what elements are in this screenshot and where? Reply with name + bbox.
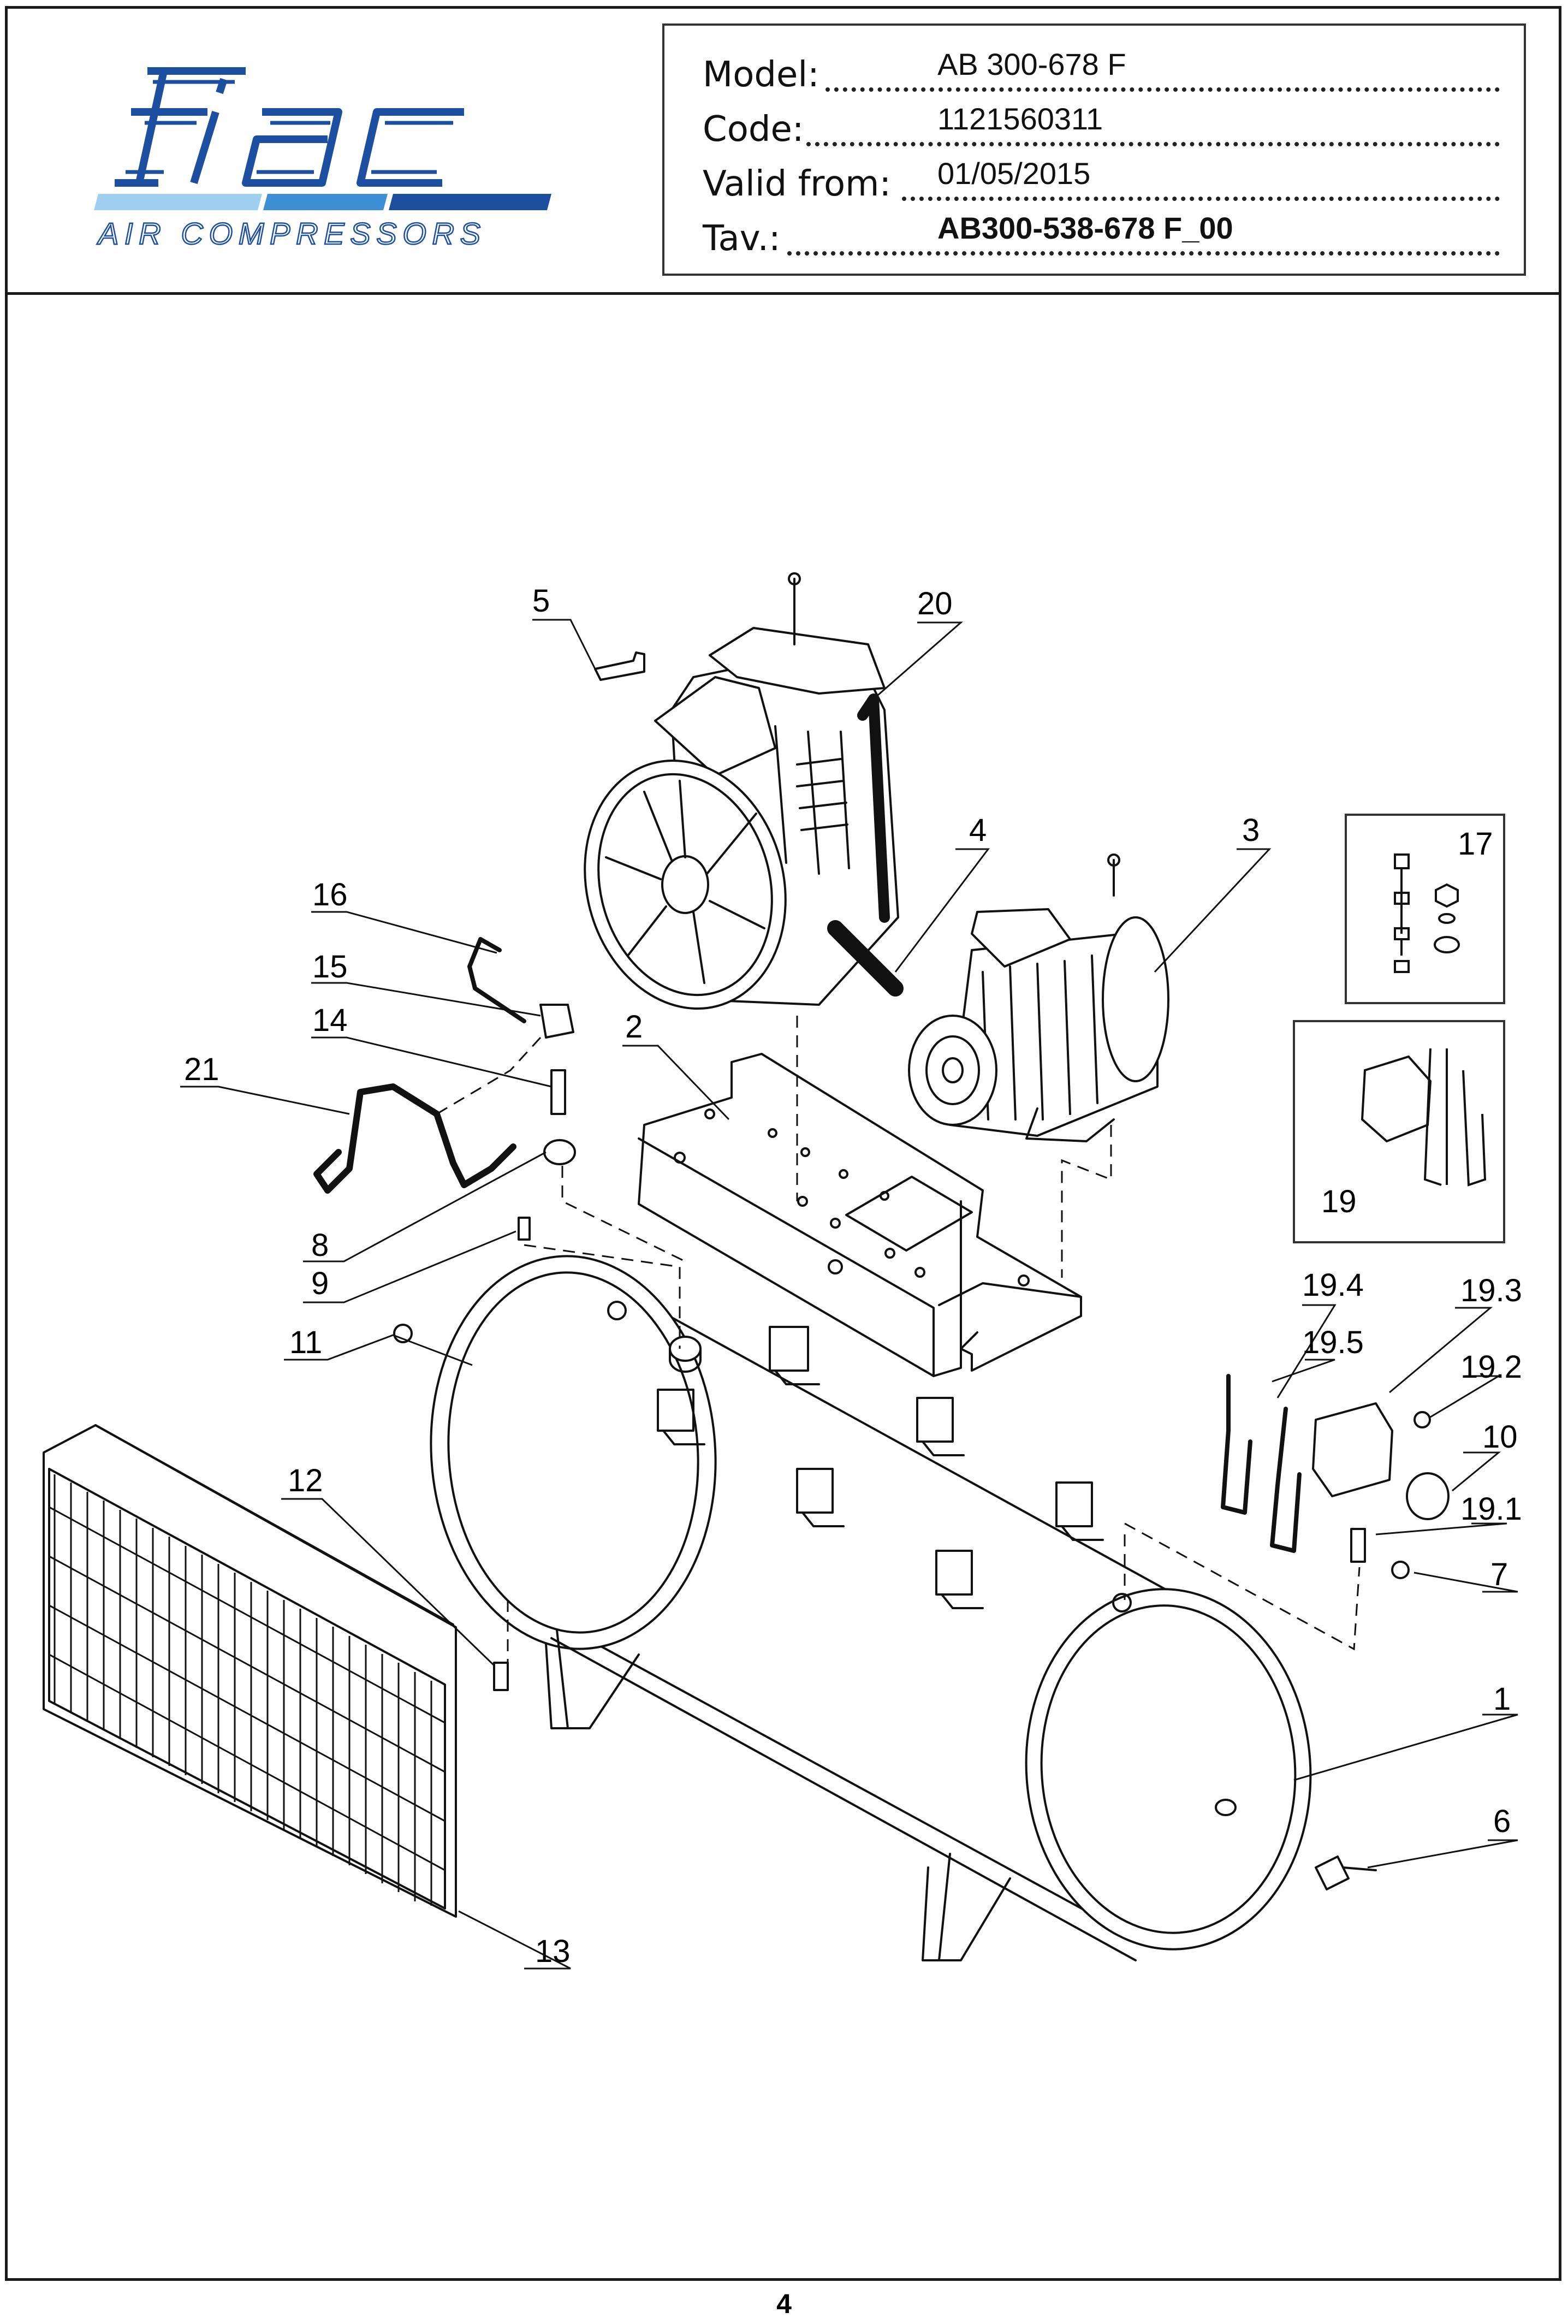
part-label-8: 8 — [311, 1228, 329, 1263]
part-label-4: 4 — [969, 813, 987, 848]
page-frame — [5, 6, 1561, 2281]
part-label-10: 10 — [1482, 1419, 1518, 1455]
kit-17-hardware — [1394, 853, 1460, 973]
cable-part-19-4 — [1221, 1374, 1252, 1515]
kit-box-part-17 — [1345, 814, 1505, 1004]
part-label-19: 19 — [1321, 1184, 1357, 1219]
part-label-16: 16 — [312, 877, 348, 912]
part-label-19-1: 19.1 — [1460, 1491, 1522, 1527]
part-label-1: 1 — [1493, 1681, 1511, 1717]
logo-dark-stripe — [389, 194, 551, 210]
logo-tagline: AIR COMPRESSORS — [97, 216, 480, 251]
logo-light-stripe — [94, 194, 262, 210]
part-label-19-5: 19.5 — [1302, 1325, 1364, 1360]
code-row: Code: 1121560311 — [703, 102, 1500, 154]
leader-lines — [180, 619, 1518, 1970]
electric-motor-part-3 — [908, 853, 1169, 1142]
plug-part-7 — [1391, 1561, 1410, 1579]
part-label-19-2: 19.2 — [1460, 1349, 1522, 1385]
plug-part-11 — [393, 1324, 413, 1343]
part-label-11: 11 — [289, 1325, 323, 1360]
code-value: 1121560311 — [937, 102, 1103, 136]
fiac-logo: AIR COMPRESSORS — [94, 67, 551, 251]
fitting-part-19-1 — [1350, 1528, 1366, 1563]
part-label-9: 9 — [311, 1266, 329, 1301]
tank-part-1 — [430, 1255, 1312, 1961]
page-number: 4 — [776, 2289, 792, 2319]
gauge-part-10 — [1406, 1472, 1450, 1520]
logo-wordmark — [115, 67, 464, 187]
cable-part-19-5 — [1270, 1407, 1302, 1553]
part-label-20: 20 — [917, 586, 953, 621]
part-label-5: 5 — [532, 583, 550, 619]
compressor-pump-head — [584, 572, 904, 1010]
part-label-12: 12 — [288, 1463, 323, 1498]
kit-box-part-19 — [1293, 1020, 1505, 1243]
part-label-7: 7 — [1490, 1557, 1508, 1592]
pressure-switch-part-19-3 — [1312, 1402, 1393, 1497]
belt-guard-mesh — [49, 1474, 446, 1906]
model-row: Model: AB 300-678 F — [703, 47, 1500, 99]
drain-valve-part-6 — [1315, 1855, 1377, 1890]
fitting-part-9 — [518, 1217, 531, 1241]
tav-row: Tav.: AB300-538-678 F_00 — [703, 211, 1500, 263]
base-plate-part-2 — [638, 1053, 1082, 1377]
part-label-17: 17 — [1458, 826, 1493, 862]
code-label: Code: — [703, 109, 804, 150]
part-label-15: 15 — [312, 949, 348, 985]
check-valve-part-15 — [539, 1004, 574, 1039]
tav-value: AB300-538-678 F_00 — [937, 211, 1233, 245]
tav-label: Tav.: — [703, 218, 781, 259]
assembly-guide-lines — [436, 1016, 1361, 1663]
logo-mid-stripe — [263, 194, 388, 210]
cap-part-19-2 — [1413, 1411, 1431, 1428]
delivery-pipe-part-21 — [313, 1083, 516, 1194]
model-label: Model: — [703, 55, 819, 95]
belt-guard-part-13 — [43, 1424, 457, 1918]
header-separator — [5, 292, 1561, 295]
valid-from-row: Valid from: 01/05/2015 — [703, 156, 1500, 209]
valid-from-value: 01/05/2015 — [937, 156, 1091, 191]
valid-from-label: Valid from: — [703, 164, 892, 204]
fitting-part-8 — [543, 1139, 576, 1165]
part-label-2: 2 — [625, 1009, 643, 1045]
model-info-box: Model: AB 300-678 F Code: 1121560311 Val… — [662, 23, 1526, 276]
part-label-19-3: 19.3 — [1460, 1273, 1522, 1308]
model-value: AB 300-678 F — [937, 47, 1126, 81]
part-label-13: 13 — [535, 1934, 571, 1969]
part-label-3: 3 — [1242, 813, 1260, 848]
part-label-19-4: 19.4 — [1302, 1267, 1364, 1303]
part-label-6: 6 — [1493, 1804, 1511, 1839]
part-label-14: 14 — [312, 1003, 348, 1038]
tank-brackets — [657, 1326, 1104, 1609]
kit-19-pressure-switch — [1361, 1048, 1487, 1187]
nipple-part-14 — [550, 1069, 566, 1115]
pipe-part-16 — [467, 937, 526, 1023]
bracket-part-5 — [594, 651, 645, 681]
drain-part-12 — [493, 1662, 509, 1691]
part-label-21: 21 — [184, 1052, 219, 1087]
